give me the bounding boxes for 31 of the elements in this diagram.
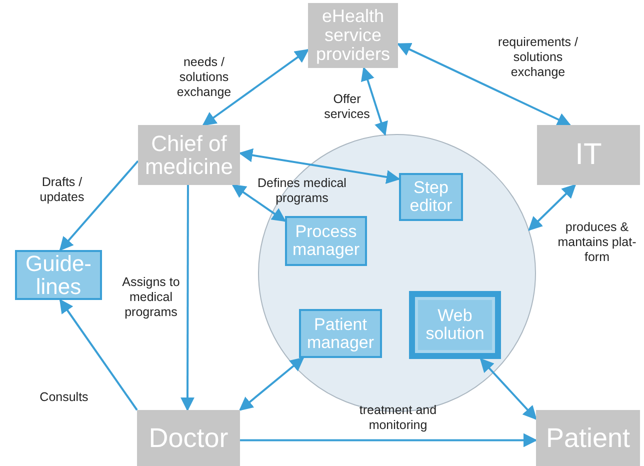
arrow: [396, 43, 572, 126]
arrow: [480, 358, 537, 420]
actor-box: IT: [537, 125, 640, 185]
actor-box: Chief of medicine: [138, 125, 240, 185]
arrow: [180, 185, 194, 412]
arrow: [59, 298, 138, 411]
edge-label: Offer services: [323, 92, 371, 122]
arrow: [360, 66, 388, 136]
module-box: Patient manager: [299, 309, 382, 358]
edge-label: Drafts / updates: [38, 175, 86, 205]
arrow: [238, 357, 304, 411]
edge-label: requirements / solutions exchange: [497, 35, 579, 80]
arrow: [238, 148, 400, 184]
module-box: Process manager: [285, 216, 367, 266]
module-box: Guide-lines: [15, 250, 102, 300]
edge-label: Defines medical programs: [256, 176, 348, 206]
module-box: Web solution: [409, 291, 501, 359]
actor-box: Patient: [536, 410, 640, 466]
arrow: [59, 160, 139, 252]
arrow: [240, 433, 538, 448]
module-box: Step editor: [399, 173, 463, 221]
edge-label: Consults: [38, 390, 90, 405]
arrow: [528, 184, 576, 231]
edge-label: Assigns to medical programs: [121, 275, 181, 320]
edge-label: needs / solutions exchange: [176, 55, 232, 100]
arrow: [232, 184, 286, 222]
edge-label: produces & mantains plat-form: [556, 220, 638, 265]
actor-box: eHealth service providers: [308, 3, 398, 68]
arrow: [202, 48, 310, 126]
actor-box: Doctor: [137, 410, 240, 466]
edge-label: treatment and monitoring: [358, 403, 438, 433]
